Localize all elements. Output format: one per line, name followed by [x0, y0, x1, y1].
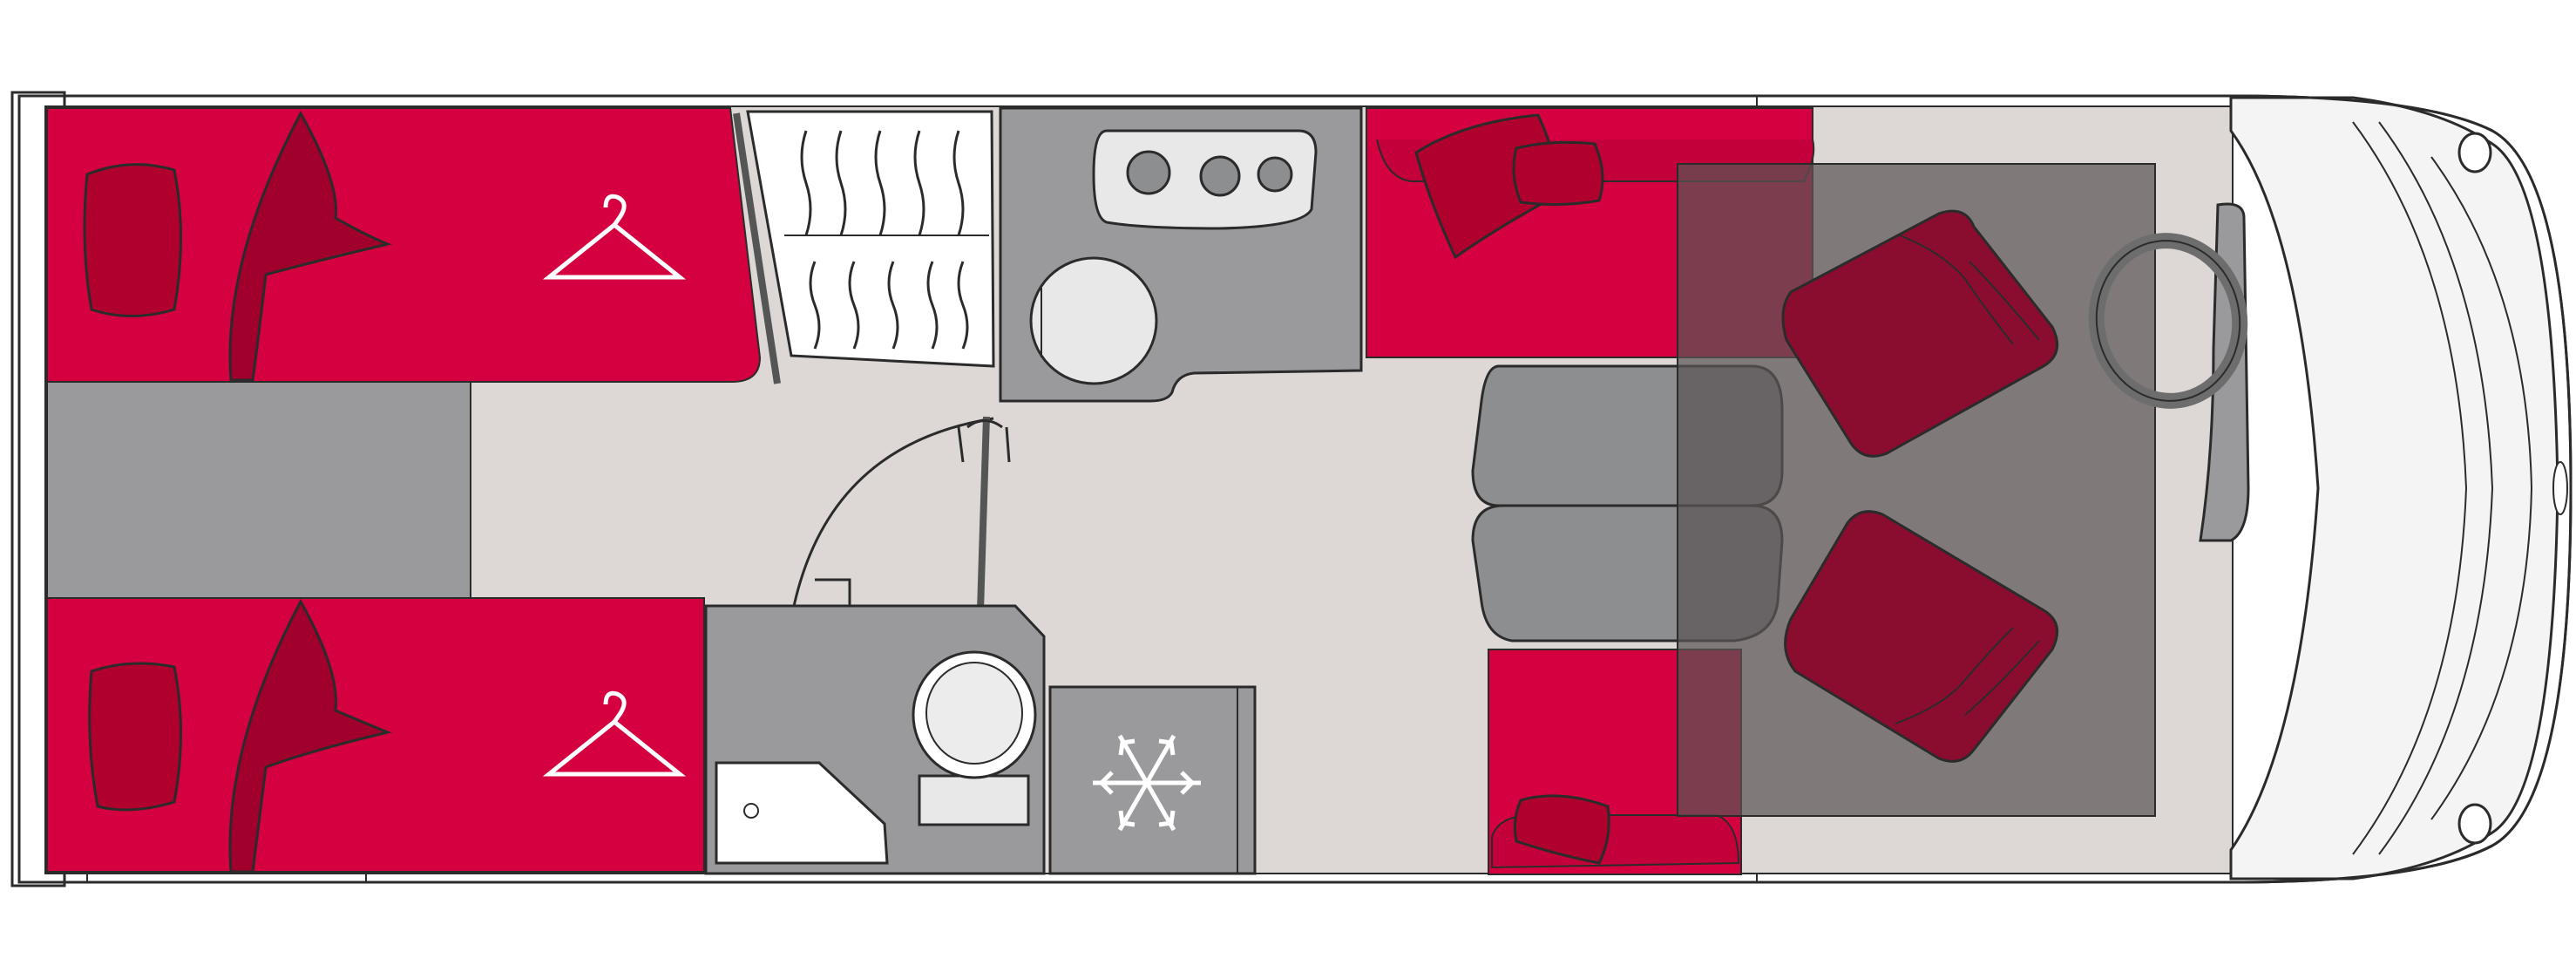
clothes-hanger-icon	[542, 194, 687, 280]
pillow-icon	[83, 163, 182, 317]
mirror-icon	[2457, 803, 2492, 845]
duvet-fold-icon	[228, 598, 392, 874]
armchair-icon	[1784, 510, 2059, 763]
steering-wheel-icon	[2088, 233, 2248, 409]
fridge	[1048, 685, 1257, 875]
toilet-icon	[912, 650, 1037, 826]
bathroom	[704, 604, 1046, 875]
burner-icon	[1199, 155, 1241, 197]
snowflake-icon	[1093, 734, 1201, 832]
pillow-icon	[1512, 140, 1604, 207]
clothes-hanger-icon	[542, 690, 687, 777]
vehicle-outline	[17, 94, 2573, 884]
sink-icon	[1029, 256, 1158, 385]
radiator-icon	[800, 130, 969, 350]
pillow-icon	[88, 662, 182, 812]
rear-bed-upper	[46, 107, 762, 383]
shower-tray-icon	[715, 761, 889, 865]
cab-front	[2229, 96, 2568, 880]
armchair-icon	[1781, 209, 2059, 458]
kitchen-block	[999, 106, 1363, 403]
pillow-icon	[1513, 794, 1610, 865]
mirror-icon	[2457, 132, 2492, 173]
oven-shelves	[733, 110, 995, 384]
burner-icon	[1126, 150, 1171, 195]
rear-cabinet	[46, 381, 471, 599]
burner-icon	[1257, 156, 1293, 193]
duvet-fold-icon	[228, 110, 392, 382]
